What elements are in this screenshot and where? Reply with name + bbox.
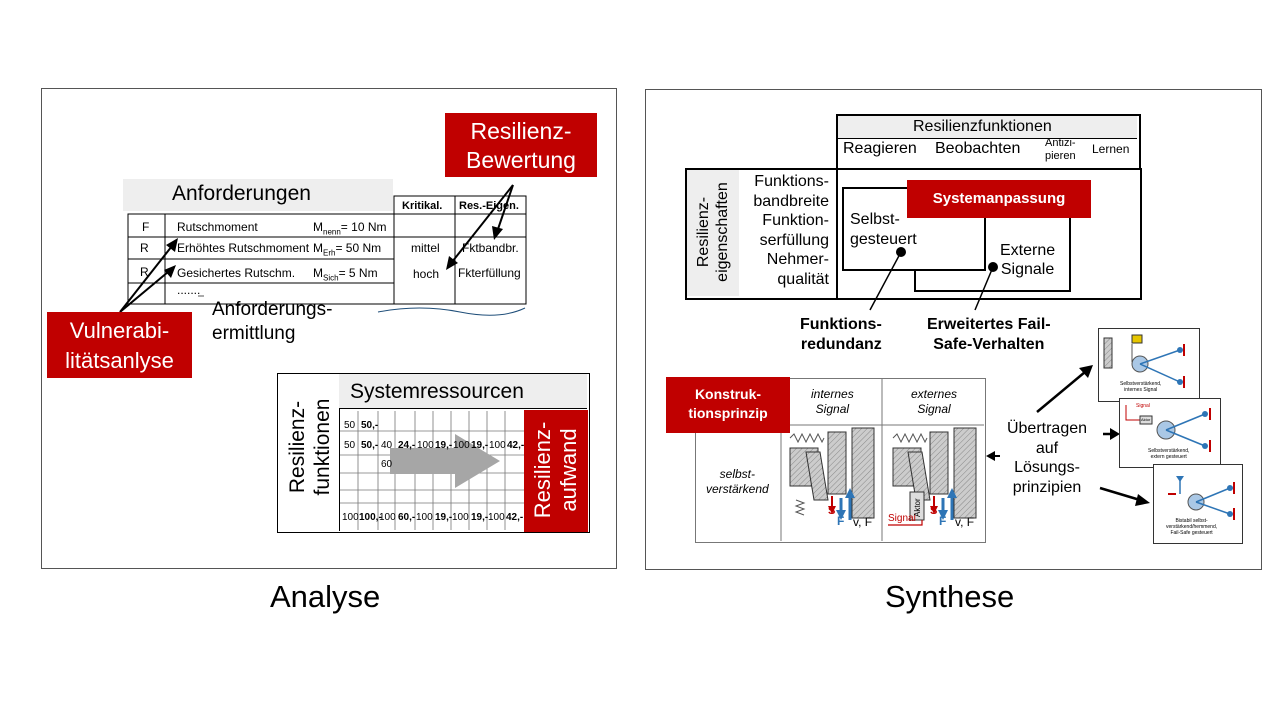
card2-caption: Selbstverstärkend,extern gesteuert xyxy=(1148,448,1190,460)
req-row-value: MSich= 5 Nm xyxy=(313,266,378,283)
resilienzfunktionen-title: Resilienzfunktionen xyxy=(913,118,1052,135)
matrix-divider xyxy=(836,168,838,298)
grid-cell: 50 xyxy=(344,440,356,451)
card2-signal: Signal xyxy=(1136,403,1150,409)
s-label-left: S xyxy=(828,505,836,517)
matrix-box xyxy=(685,168,1142,300)
vulnerabilitaet-label: Vulnerabi-litätsanlyse xyxy=(47,312,192,378)
grid-cell: 24,- xyxy=(398,440,416,451)
anforderungen-title-box xyxy=(123,179,393,211)
funktion-beobachten: Beobachten xyxy=(935,140,1021,157)
funktion-antizipieren: Antizi-pieren xyxy=(1045,137,1076,162)
funktion-reagieren: Reagieren xyxy=(843,140,917,157)
grid-cell: 100 xyxy=(416,512,433,523)
konstruktionsprinzip-label: Konstruk-tionsprinzip xyxy=(666,377,790,433)
mechanism-internes-signal xyxy=(789,427,875,520)
eigenschaften-band xyxy=(687,170,739,296)
resilienzaufwand-box xyxy=(524,410,588,532)
f-label-right: F xyxy=(939,514,947,528)
kritikal-header: Kritikal. xyxy=(402,200,443,212)
konstruktions-table xyxy=(695,378,986,543)
resilienzfunktionen-column xyxy=(277,373,340,531)
grid-cell: 100 xyxy=(488,512,505,523)
synthese-caption: Synthese xyxy=(885,579,1015,614)
grid-cell: 19,- xyxy=(471,440,489,451)
signal-label: Signal xyxy=(888,513,916,524)
req-row-name: Rutschmoment xyxy=(177,220,258,234)
grid-cell: 60 xyxy=(381,459,393,470)
req-row-name: Gesichertes Rutschm. xyxy=(177,266,296,280)
req-row-type: F xyxy=(142,220,150,234)
req-row-res: Fkterfüllung xyxy=(458,266,521,280)
grid-cell: 100 xyxy=(453,440,470,451)
grid-cell: 42,- xyxy=(506,512,524,523)
f-label-left: F xyxy=(837,514,845,528)
vf-label-left: v, F xyxy=(853,515,873,529)
grid-cell: 19,- xyxy=(435,440,453,451)
fail-safe-label: Erweitertes Fail-Safe-Verhalten xyxy=(927,316,1051,353)
req-row-name: Erhöhtes Rutschmoment xyxy=(177,241,310,255)
vf-label-right: v, F xyxy=(955,515,975,529)
grid-cell: 100 xyxy=(452,512,469,523)
grid-cell: 100,- xyxy=(359,512,382,523)
grid-cell: 100 xyxy=(489,440,506,451)
grid-cell: 100 xyxy=(417,440,434,451)
req-row-krit: hoch xyxy=(413,267,440,281)
solution-card-3 xyxy=(1153,464,1243,544)
anforderungen-title: Anforderungen xyxy=(172,182,311,205)
funktionsredundanz-label: Funktions-redundanz xyxy=(800,316,882,353)
analyse-caption: Analyse xyxy=(270,579,381,614)
s-label-right: S xyxy=(930,505,938,517)
req-row-type: R xyxy=(140,241,149,255)
resilienz-bewertung-label: Resilienz-Bewertung xyxy=(445,113,597,177)
grid-cell: 19,- xyxy=(435,512,453,523)
req-row-value: Mnenn= 10 Nm xyxy=(313,220,387,237)
grid-cell: 50,- xyxy=(361,420,379,431)
res-eigen-header: Res.-Eigen. xyxy=(459,200,519,212)
grid-cell: 60,- xyxy=(398,512,416,523)
req-ellipsis: ....... xyxy=(177,283,201,297)
card3-caption: Bistabil selbst-verstärkend/hemmend,Fail… xyxy=(1166,518,1218,536)
grid-cell: 50,- xyxy=(361,440,379,451)
grid-cell: 19,- xyxy=(471,512,489,523)
systemressourcen-title: Systemressourcen xyxy=(350,380,524,403)
req-row-res: Fktbandbr. xyxy=(462,241,519,255)
mechanism-externes-signal xyxy=(888,427,977,526)
resilienzfunktionen-header-box xyxy=(836,114,1141,170)
grid-cell: 100 xyxy=(342,512,359,523)
solution-card-1 xyxy=(1098,328,1200,402)
selbstverstaerkend-row-label: selbst-verstärkend xyxy=(706,467,769,496)
resilienzfunktionen-header-band xyxy=(838,116,1137,139)
anforderungsermittlung-label: Anforderungs-ermittlung xyxy=(212,299,333,344)
eigenschaften-list: Funktions-bandbreite Funktion-serfüllung… xyxy=(753,173,829,288)
grid-cell: 100 xyxy=(379,512,396,523)
req-row-value: MErh= 50 Nm xyxy=(313,241,382,258)
selbstgesteuert-label: Selbst-gesteuert xyxy=(850,211,917,248)
card1-caption: Selbstverstärkend,internes Signal xyxy=(1120,381,1162,393)
systemressourcen-header xyxy=(339,374,587,409)
systemanpassung-label: Systemanpassung xyxy=(907,180,1091,218)
grid-cell: 42,- xyxy=(507,440,525,451)
funktion-lernen: Lernen xyxy=(1092,142,1130,156)
card2-aktor: Aktor xyxy=(1141,417,1151,422)
grid-cell: 40 xyxy=(381,440,393,451)
req-row-krit: mittel xyxy=(411,241,440,255)
req-row-type: R xyxy=(140,265,149,279)
grid-cell: 50 xyxy=(344,420,356,431)
